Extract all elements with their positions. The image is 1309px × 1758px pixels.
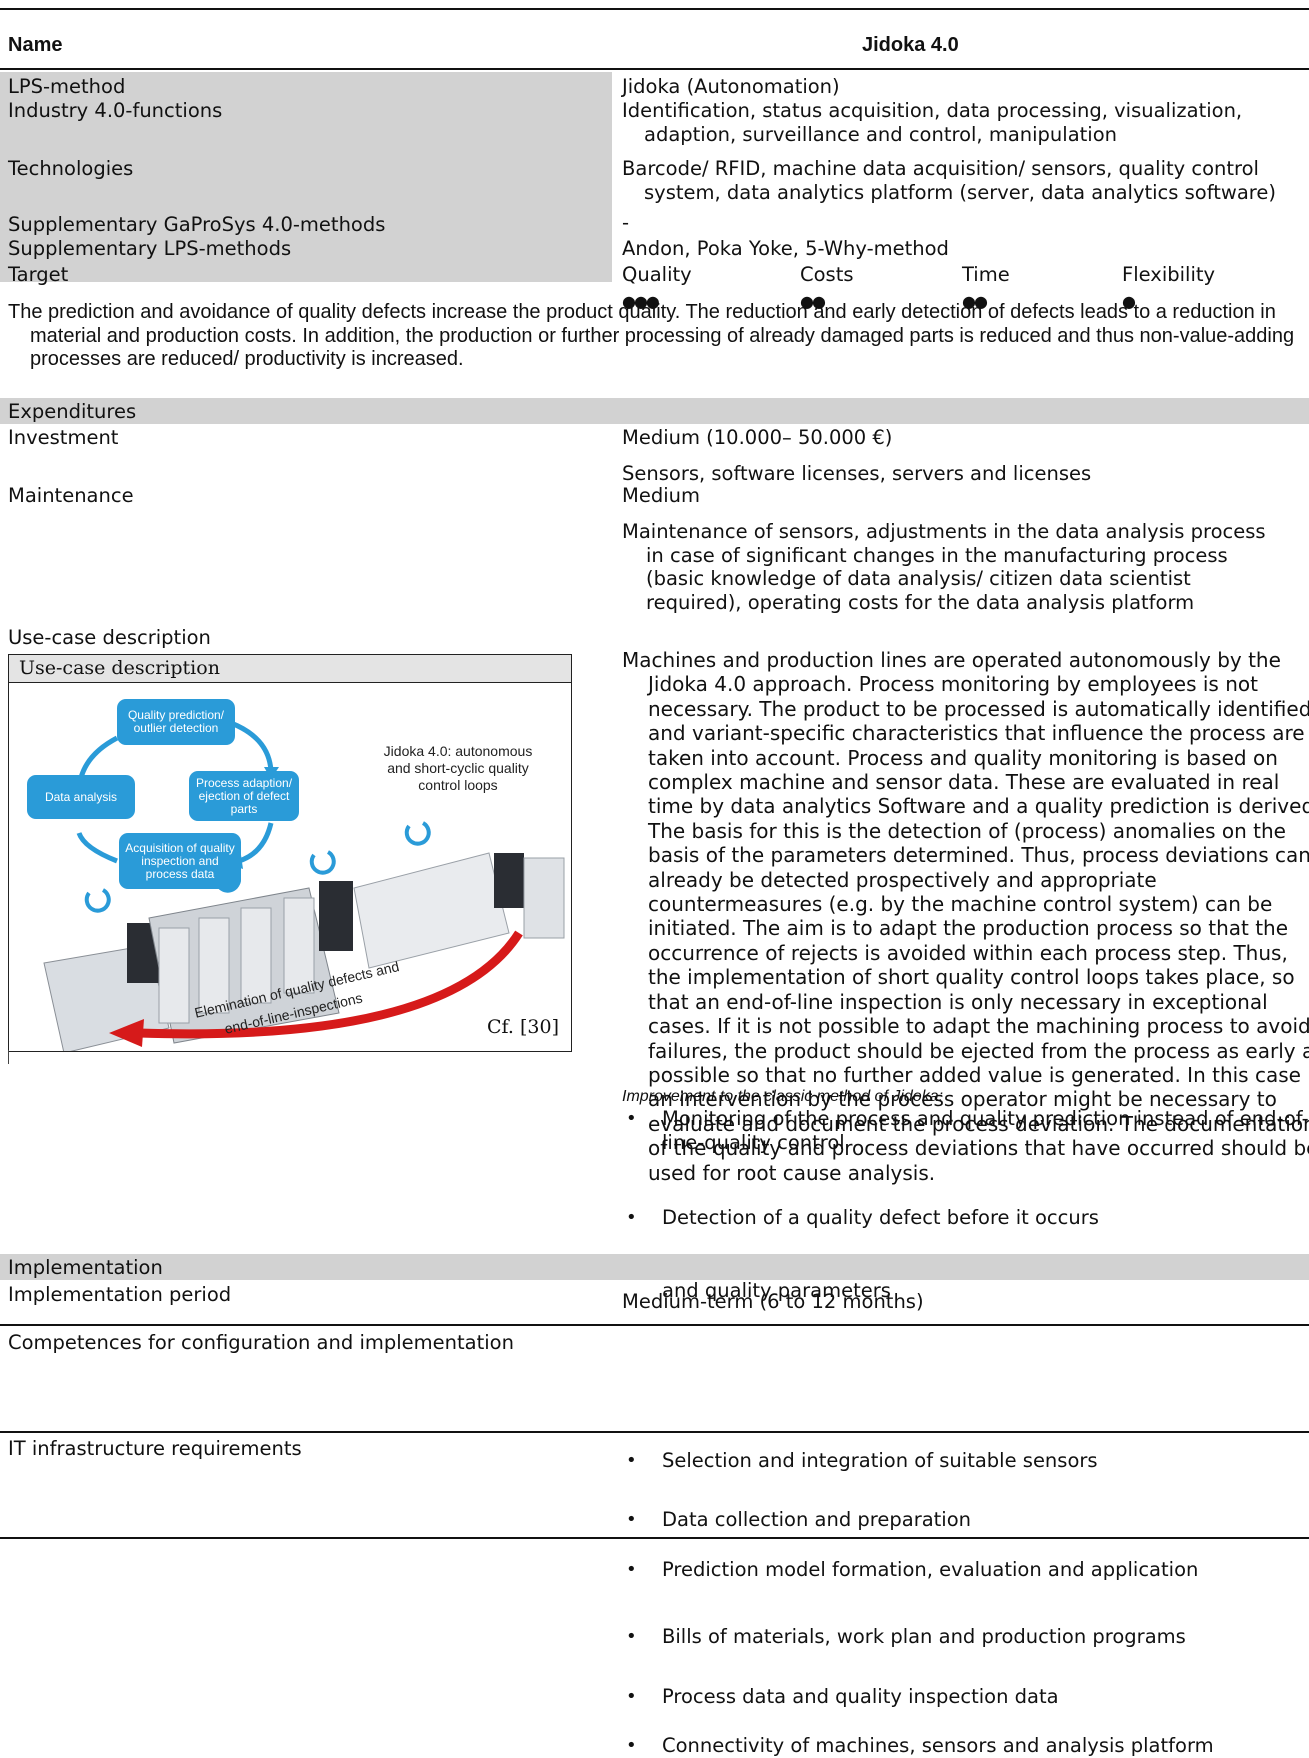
figure-header: Use-case description — [9, 655, 571, 683]
top-rule — [0, 8, 1309, 10]
lps-method-value: Jidoka (Autonomation) — [622, 75, 840, 98]
improvement-heading: Improvement to the classic method of Jid… — [622, 1088, 944, 1105]
target-flexibility-dots: ● — [1122, 292, 1136, 311]
implementation-period-label: Implementation period — [8, 1283, 232, 1306]
technologies-value: Barcode/ RFID, machine data acquisition/… — [622, 157, 1276, 204]
figure-left-rule — [8, 1050, 9, 1064]
supp-lps-label: Supplementary LPS-methods — [8, 237, 292, 260]
maintenance-value: Medium — [622, 484, 700, 507]
improvement-item-2: Detection of a quality defect before it … — [626, 1206, 1309, 1230]
competence-item-1: Selection and integration of suitable se… — [626, 1449, 1309, 1473]
supp-gaprosys-value: - — [622, 211, 630, 234]
use-case-figure: Use-case description — [8, 654, 572, 1052]
elimination-arrowhead — [109, 1019, 144, 1047]
expenditures-shade — [0, 398, 1309, 424]
target-quality-dots: ●●● — [622, 292, 660, 311]
industry-functions-value: Identification, status acquisition, data… — [622, 99, 1243, 146]
implementation-heading: Implementation — [8, 1256, 163, 1279]
loop-icon-4 — [404, 821, 431, 846]
use-case-label: Use-case description — [8, 626, 211, 649]
it-item-1: Bills of materials, work plan and produc… — [626, 1625, 1309, 1649]
box-quality-prediction: Quality prediction/ outlier detection — [117, 699, 235, 745]
figure-citation: Cf. [30] — [487, 1015, 559, 1038]
target-label: Target — [8, 263, 69, 286]
target-time-dots: ●● — [962, 292, 988, 311]
competences-label: Competences for configuration and implem… — [8, 1331, 514, 1354]
maintenance-label: Maintenance — [8, 484, 134, 507]
lps-method-label: LPS-method — [8, 75, 126, 98]
cycle-arrows — [76, 720, 274, 864]
industry-functions-label: Industry 4.0-functions — [8, 99, 223, 122]
target-flexibility-label: Flexibility — [1122, 263, 1216, 286]
investment-value: Medium (10.000– 50.000 €) — [622, 426, 893, 449]
target-costs-label: Costs — [800, 263, 854, 286]
target-quality: Quality — [622, 263, 692, 287]
maintenance-detail: Maintenance of sensors, adjustments in t… — [622, 520, 1266, 614]
it-item-2: Process data and quality inspection data — [626, 1685, 1309, 1709]
elimination-arrow — [138, 930, 523, 1039]
investment-label: Investment — [8, 426, 119, 449]
bottom-rule — [0, 1537, 1309, 1539]
label-shade — [0, 72, 612, 282]
box-acquisition: Acquisition of quality inspection and pr… — [119, 833, 241, 889]
competence-item-2: Data collection and preparation — [626, 1508, 1309, 1532]
cycle-arrow-right-top — [230, 720, 274, 772]
implementation-shade — [0, 1254, 1309, 1280]
competence-item-3: Prediction model formation, evaluation a… — [626, 1558, 1309, 1582]
supp-gaprosys-label: Supplementary GaProSys 4.0-methods — [8, 213, 386, 236]
it-label: IT infrastructure requirements — [8, 1437, 302, 1460]
figure-graphic: Elemination of quality defects and end-o… — [43, 720, 565, 1051]
target-time-label: Time — [962, 263, 1010, 286]
it-item-3: Connectivity of machines, sensors and an… — [626, 1734, 1309, 1758]
target-costs-dots: ●● — [800, 292, 826, 311]
improvement-item-1: Monitoring of the process and quality pr… — [626, 1107, 1309, 1154]
technologies-label: Technologies — [8, 157, 134, 180]
period-rule — [0, 1324, 1309, 1326]
competences-rule — [0, 1431, 1309, 1433]
page-title: Jidoka 4.0 — [862, 34, 959, 56]
header-rule — [0, 68, 1309, 70]
jidoka-label: Jidoka 4.0: autonomous and short-cyclic … — [383, 743, 533, 793]
loop-icon-3 — [309, 850, 336, 875]
cycle-arrow-right-bottom — [238, 822, 274, 864]
supp-lps-value: Andon, Poka Yoke, 5-Why-method — [622, 237, 949, 260]
box-process-adaption: Process adaption/ ejection of defect par… — [189, 771, 299, 821]
expenditures-heading: Expenditures — [8, 400, 137, 423]
implementation-period-value: Medium-term (6 to 12 months) — [622, 1290, 924, 1313]
cycle-arrow-left-bottom — [76, 831, 118, 864]
investment-detail: Sensors, software licenses, servers and … — [622, 462, 1092, 485]
box-data-analysis: Data analysis — [27, 775, 135, 819]
loop-icon-1 — [84, 888, 111, 913]
name-header-label: Name — [8, 34, 63, 56]
target-quality-label: Quality — [622, 263, 692, 286]
target-description: The prediction and avoidance of quality … — [8, 301, 1295, 370]
